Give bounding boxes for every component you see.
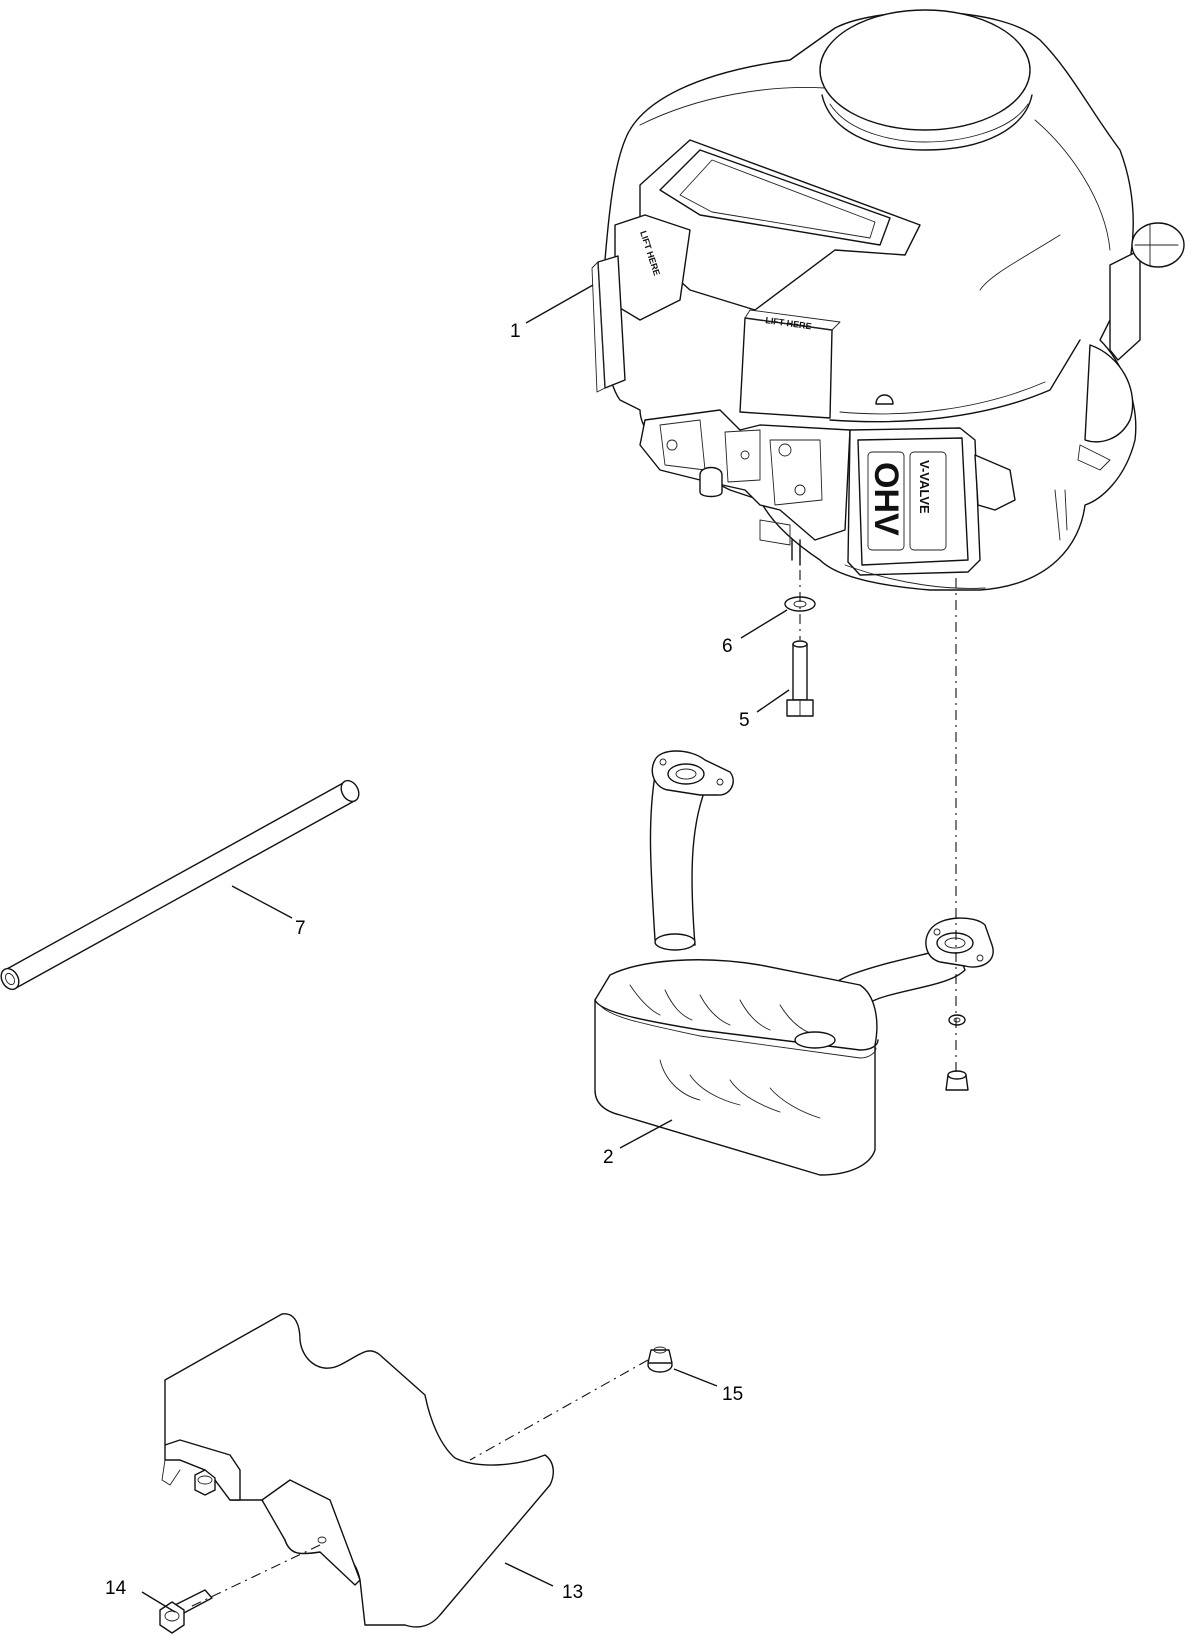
callout-6: 6 xyxy=(722,636,733,657)
bolt-part-5 xyxy=(786,640,814,717)
assembly-lines xyxy=(189,548,957,1608)
callout-13: 13 xyxy=(562,1582,583,1603)
bolt-part-14 xyxy=(159,1589,213,1634)
callout-1: 1 xyxy=(510,321,521,342)
leader-lines xyxy=(141,284,790,1613)
callout-5: 5 xyxy=(739,710,750,731)
callout-15: 15 xyxy=(722,1384,743,1405)
tube-part-7 xyxy=(0,779,360,991)
callout-2: 2 xyxy=(603,1147,614,1168)
leader-1 xyxy=(525,284,594,324)
ohv-decal: OHV xyxy=(867,462,905,536)
callout-14: 14 xyxy=(105,1578,127,1599)
leader-15 xyxy=(673,1368,718,1387)
heat-shield-part-13 xyxy=(161,1313,554,1628)
muffler-part-2 xyxy=(594,750,994,1176)
leader-2 xyxy=(619,1119,673,1149)
callout-labels: 1 2 5 6 7 13 14 15 xyxy=(105,321,750,1603)
muffler-lock-washer xyxy=(948,1014,966,1026)
leader-6 xyxy=(740,609,788,639)
muffler-nut xyxy=(945,1070,969,1091)
v-valve-decal: V-VALVE xyxy=(917,460,932,514)
leader-14 xyxy=(141,1591,176,1613)
leader-13 xyxy=(504,1562,554,1587)
engine-assembly: LIFT HERE LIFT HERE xyxy=(591,9,1185,591)
leader-5 xyxy=(756,689,790,713)
callout-7: 7 xyxy=(295,918,306,939)
leader-7 xyxy=(231,885,293,919)
flange-nut-part-15 xyxy=(647,1346,673,1373)
